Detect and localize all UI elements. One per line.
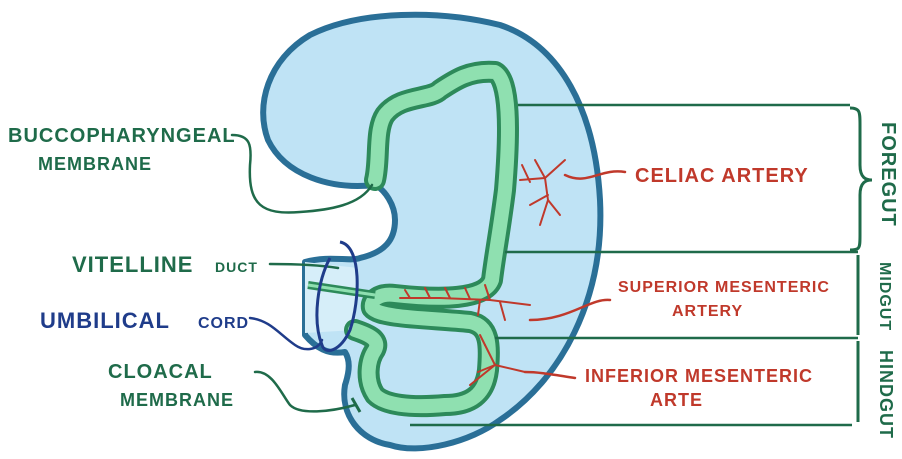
label-vitelline-small: duct <box>215 259 258 275</box>
label-superior-mesenteric-line1: Superior mesenteric <box>618 279 830 296</box>
label-buccopharyngeal-line1: Buccopharyngeal <box>8 125 236 147</box>
embryo-body <box>263 15 600 449</box>
label-inferior-mesenteric-line1: Inferior mesenteric <box>585 366 813 386</box>
label-inferior-mesenteric-line2: arte <box>650 390 703 410</box>
label-celiac-artery: Celiac artery <box>635 165 809 187</box>
label-umbilical-small: cord <box>198 315 249 332</box>
label-cloacal-line1: Cloacal <box>108 361 213 383</box>
label-hindgut: Hindgut <box>876 350 896 439</box>
label-buccopharyngeal-line2: membrane <box>38 154 152 174</box>
label-foregut: Foregut <box>877 122 899 227</box>
label-umbilical-main: Umbilical <box>40 308 170 333</box>
label-midgut: Midgut <box>876 262 893 331</box>
label-superior-mesenteric-line2: artery <box>672 303 743 320</box>
label-cloacal-line2: membrane <box>120 390 234 410</box>
foregut-bracket <box>850 108 872 250</box>
label-vitelline-main: Vitelline <box>72 252 193 277</box>
